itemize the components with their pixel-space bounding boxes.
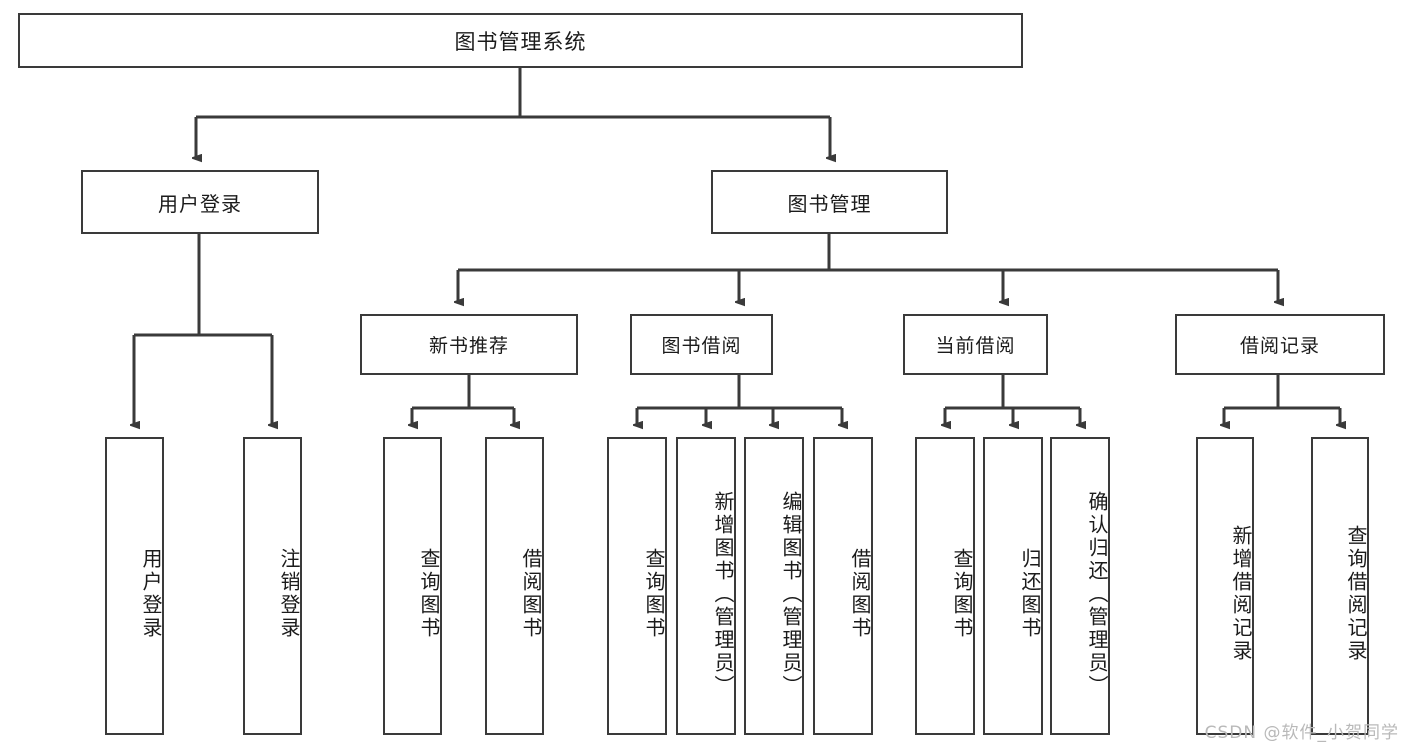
leaf-borrow-record-query[interactable]: 查询借阅记录 (1311, 437, 1369, 735)
node-borrow-record[interactable]: 借阅记录 (1175, 314, 1385, 375)
leaf-label: 确认归还（管理员） (1085, 490, 1109, 698)
leaf-label: 归还图书 (1018, 548, 1042, 640)
leaf-label: 查询图书 (642, 548, 666, 640)
leaf-book-borrow-borrow[interactable]: 借阅图书 (813, 437, 873, 735)
leaf-label: 新增借阅记录 (1229, 525, 1253, 663)
leaf-label: 编辑图书（管理员） (779, 490, 803, 698)
leaf-current-borrow-query[interactable]: 查询图书 (915, 437, 975, 735)
leaf-label: 查询图书 (950, 548, 974, 640)
leaf-user-login-login[interactable]: 用户登录 (105, 437, 164, 735)
node-current-borrow[interactable]: 当前借阅 (903, 314, 1048, 375)
leaf-new-book-borrow[interactable]: 借阅图书 (485, 437, 544, 735)
node-user-login[interactable]: 用户登录 (81, 170, 319, 234)
leaf-current-borrow-return[interactable]: 归还图书 (983, 437, 1043, 735)
leaf-user-login-logout[interactable]: 注销登录 (243, 437, 302, 735)
node-new-book-recommend[interactable]: 新书推荐 (360, 314, 578, 375)
leaf-label: 查询图书 (417, 548, 441, 640)
leaf-book-borrow-query[interactable]: 查询图书 (607, 437, 667, 735)
leaf-new-book-query[interactable]: 查询图书 (383, 437, 442, 735)
node-book-borrow[interactable]: 图书借阅 (630, 314, 773, 375)
leaf-label: 新增图书（管理员） (711, 490, 735, 698)
leaf-book-borrow-edit[interactable]: 编辑图书（管理员） (744, 437, 804, 735)
leaf-current-borrow-confirm-return[interactable]: 确认归还（管理员） (1050, 437, 1110, 735)
leaf-label: 用户登录 (139, 548, 163, 640)
leaf-book-borrow-add[interactable]: 新增图书（管理员） (676, 437, 736, 735)
leaf-label: 借阅图书 (519, 548, 543, 640)
node-root[interactable]: 图书管理系统 (18, 13, 1023, 68)
node-book-management[interactable]: 图书管理 (711, 170, 948, 234)
leaf-borrow-record-add[interactable]: 新增借阅记录 (1196, 437, 1254, 735)
leaf-label: 查询借阅记录 (1344, 525, 1368, 663)
watermark: CSDN @软件_小贺同学 (1204, 723, 1399, 743)
leaf-label: 注销登录 (277, 548, 301, 640)
leaf-label: 借阅图书 (848, 548, 872, 640)
